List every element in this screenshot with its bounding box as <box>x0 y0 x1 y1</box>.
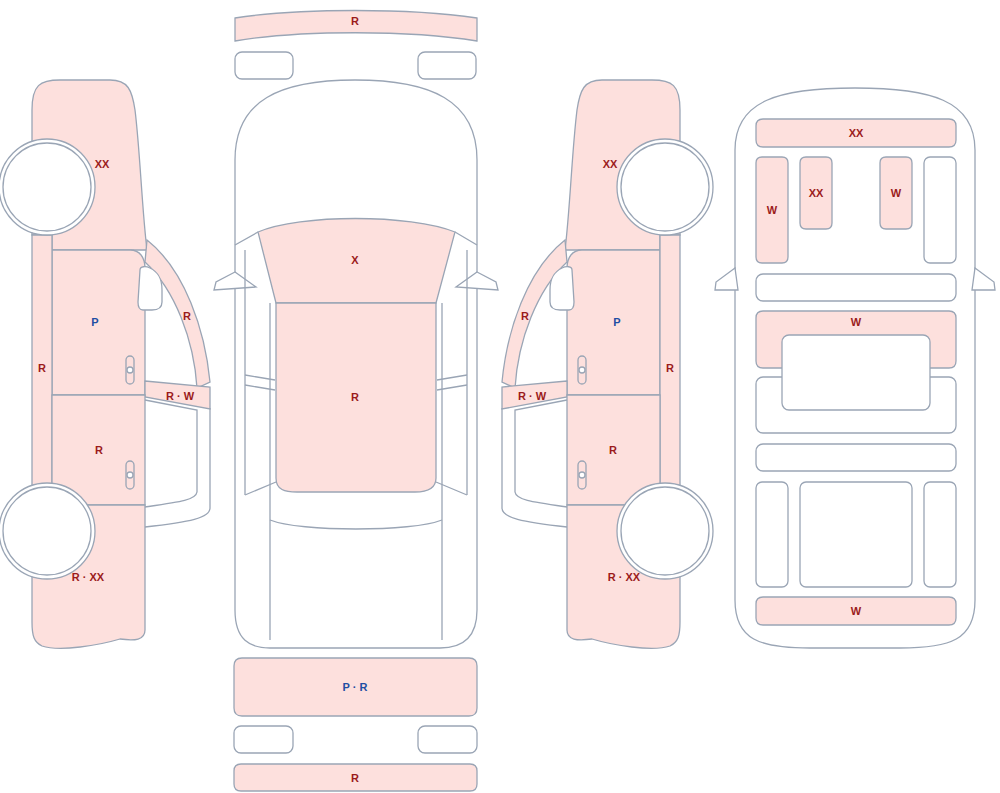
damage-code: P · R <box>343 682 368 693</box>
panel-area: P <box>566 250 660 396</box>
damage-code: XX <box>95 159 110 170</box>
damage-code: R <box>609 445 617 456</box>
panel-area: R <box>235 10 478 42</box>
damage-code: R · XX <box>72 572 104 583</box>
panel-area: XX <box>756 119 956 147</box>
panel-shape <box>145 240 211 389</box>
panel-area: R <box>234 764 477 791</box>
panel-area: R <box>145 240 211 389</box>
damage-code: XX <box>603 159 618 170</box>
damage-code: W <box>851 317 861 328</box>
damage-code: R · XX <box>608 572 640 583</box>
damage-code: R <box>351 392 359 403</box>
panel-area: XX <box>800 157 832 229</box>
damage-code: R <box>351 773 359 784</box>
damage-code: R <box>351 16 359 27</box>
panel-shape <box>564 80 680 251</box>
damage-code: R <box>666 363 674 374</box>
damage-code: W <box>891 188 901 199</box>
damage-code: R <box>95 445 103 456</box>
damage-code: XX <box>849 128 864 139</box>
panel-area: XX <box>32 80 148 251</box>
panel-area: XX <box>564 80 680 251</box>
damage-code: P <box>613 317 620 328</box>
panel-area: R <box>659 235 680 506</box>
damage-code: W <box>851 606 861 617</box>
damage-code: R · W <box>166 391 194 402</box>
panel-area: R · W <box>501 381 567 410</box>
panel-area: W <box>880 157 912 229</box>
panel-shape <box>501 240 567 389</box>
panel-shape <box>32 80 148 251</box>
panel-area: R <box>566 395 660 506</box>
damage-code: XX <box>809 188 824 199</box>
damage-code: X <box>351 255 358 266</box>
panel-area: W <box>756 311 956 368</box>
panel-area: R <box>276 303 437 493</box>
damage-code: R <box>183 311 191 322</box>
panel-shape <box>566 250 660 396</box>
panel-area: P <box>52 250 146 396</box>
panel-area: R <box>32 235 53 506</box>
panel-area: R · W <box>145 381 211 410</box>
damage-code: R <box>521 311 529 322</box>
panel-area: R <box>52 395 146 506</box>
panel-area: X <box>258 218 456 304</box>
panel-area: P · R <box>234 658 477 716</box>
panel-area: W <box>756 597 956 625</box>
damage-code: P <box>91 317 98 328</box>
panel-area: R · XX <box>32 505 146 650</box>
damage-code: R · W <box>518 391 546 402</box>
damage-code: W <box>767 205 777 216</box>
panel-area: W <box>756 157 788 263</box>
panel-area: R <box>501 240 567 389</box>
panel-shape <box>52 250 146 396</box>
damage-code: R <box>38 363 46 374</box>
panel-area: R · XX <box>566 505 680 650</box>
